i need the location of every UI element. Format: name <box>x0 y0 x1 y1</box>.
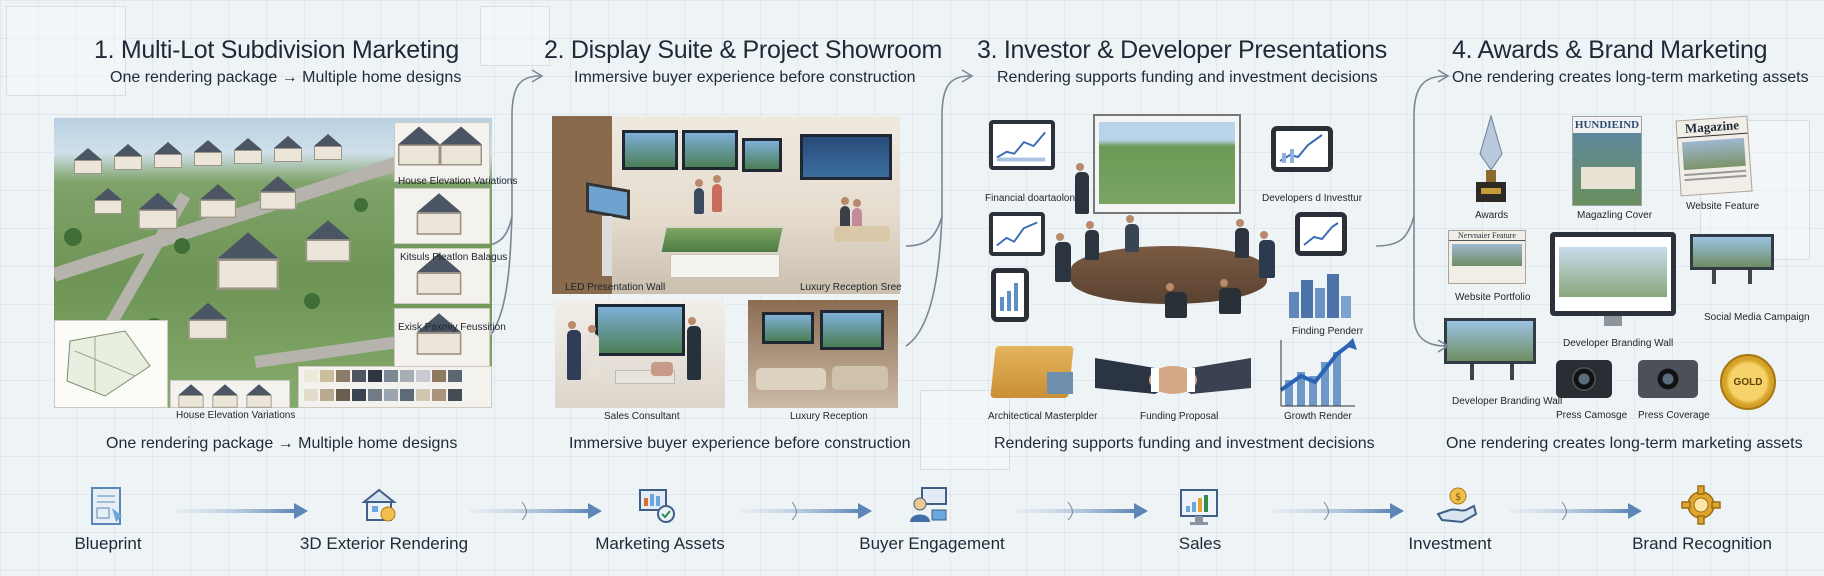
flow-label-brand-recognition: Brand Recognition <box>1632 534 1772 553</box>
svg-text:$: $ <box>1455 492 1461 503</box>
connector-arrow-3-4 <box>1375 69 1450 353</box>
panel-title: 3. Investor & Developer Presentations <box>977 36 1387 64</box>
sales-chart-icon <box>1178 486 1220 528</box>
blueprint-sheet <box>920 390 1010 470</box>
flow-arrow <box>1510 501 1642 521</box>
panel-caption: Rendering supports funding and investmen… <box>994 435 1375 452</box>
website-portfolio-sheet: Nervnaier Feature <box>1448 230 1526 284</box>
label-funding-proposal: Funding Proposal <box>1140 411 1219 422</box>
blueprint-icon <box>86 486 128 528</box>
label-funding-render: Finding Penderr <box>1292 326 1364 337</box>
label-developer-branding-wall-2: Developer Branding Wall <box>1452 396 1563 407</box>
newspaper: Magazine <box>1675 115 1753 197</box>
label-press-coverage: Press Coverage <box>1638 410 1710 421</box>
panel-title: 2. Display Suite & Project Showroom <box>544 36 943 64</box>
panel-investor-presentations: 3. Investor & Developer Presentations Re… <box>977 36 1387 87</box>
panel-caption: Immersive buyer experience before constr… <box>569 435 911 452</box>
label-social-media-campaign: Social Media Campaign <box>1704 312 1810 323</box>
flow-arrow <box>470 501 602 521</box>
label-house-elevation-variations: House Elevation Variations <box>176 410 296 421</box>
label-growth-render: Growth Render <box>1284 411 1352 422</box>
panel-title: 4. Awards & Brand Marketing <box>1452 36 1768 64</box>
label-awards: Awards <box>1475 210 1509 221</box>
subdivision-rendering-image <box>54 118 492 408</box>
newspaper-masthead: Magazine <box>1676 116 1748 139</box>
label-exterior-option: Exisk Paxmiy Feussition <box>398 322 506 333</box>
gold-award-badge: GOLD <box>1720 354 1776 410</box>
flow-label-buyer-engagement: Buyer Engagement <box>859 534 1005 553</box>
flow-arrow <box>740 501 872 521</box>
panel-subtitle: One rendering package → Multiple home de… <box>110 69 462 86</box>
flow-label-3d-rendering: 3D Exterior Rendering <box>299 534 469 553</box>
label-website-portfolio: Website Portfolio <box>1455 292 1531 303</box>
flow-label-blueprint: Blueprint <box>74 534 142 553</box>
investment-icon: $ <box>1436 484 1478 526</box>
billboard <box>1690 234 1774 270</box>
panel-awards-brand: 4. Awards & Brand Marketing One renderin… <box>1452 36 1809 87</box>
trophy-icon <box>1476 114 1506 202</box>
panel-caption: One rendering creates long-term marketin… <box>1446 435 1803 452</box>
panel-subtitle: Immersive buyer experience before constr… <box>574 69 916 86</box>
flow-arrow <box>176 503 308 519</box>
panel-subtitle: Rendering supports funding and investmen… <box>997 69 1378 86</box>
panel-title: 1. Multi-Lot Subdivision Marketing <box>94 36 459 64</box>
label-exterior-package: Kitsuls Pleatlon Balagus <box>400 252 508 263</box>
flow-label-investment: Investment <box>1408 534 1492 553</box>
label-luxury-reception-sree: Luxury Reception Sree <box>800 282 902 293</box>
label-developer-branding-wall: Developer Branding Wall <box>1563 338 1674 349</box>
label-sales-consultant: Sales Consultant <box>604 411 680 422</box>
label-financial-dashboard: Financial doartaolon <box>985 193 1076 204</box>
buyer-engagement-icon <box>908 484 950 526</box>
gold-badge-text: GOLD <box>1733 376 1763 388</box>
investor-meeting-image <box>985 112 1385 412</box>
panel-caption: One rendering package → Multiple home de… <box>106 435 458 452</box>
sales-consultant-image <box>555 300 725 408</box>
label-luxury-reception: Luxury Reception <box>790 411 868 422</box>
panel-subtitle: One rendering creates long-term marketin… <box>1452 69 1809 86</box>
camera-icon <box>1638 360 1698 398</box>
label-developers-investors: Developers d Investtur <box>1262 193 1363 204</box>
magazine-cover-masthead: HUNDIEIND <box>1573 117 1641 133</box>
blueprint-sheet <box>6 6 126 96</box>
magazine-cover: HUNDIEIND <box>1572 116 1642 206</box>
panel-display-suite: 2. Display Suite & Project Showroom Imme… <box>544 36 942 87</box>
billboard <box>1444 318 1536 364</box>
label-website-feature: Website Feature <box>1686 201 1760 212</box>
camera-icon <box>1556 360 1612 398</box>
label-led-wall: LED Presentation Wall <box>565 282 666 293</box>
label-magazine-cover: Magazling Cover <box>1577 210 1653 221</box>
news-strip-header: Nervnaier Feature <box>1449 231 1525 241</box>
label-press-camosge: Press Camosge <box>1556 410 1628 421</box>
house-render-icon <box>358 484 400 526</box>
connector-arrow-2-3 <box>905 69 974 347</box>
panel-subdivision-marketing: 1. Multi-Lot Subdivision Marketing One r… <box>94 36 461 87</box>
site-plan-sheet <box>54 320 168 408</box>
label-elevation-variations: House Elevation Variations <box>398 176 518 187</box>
label-architectural-masterplan: Architectical Masterplder <box>988 411 1098 422</box>
blueprint-sheet <box>480 6 550 66</box>
marketing-assets-icon <box>636 484 678 526</box>
flow-label-marketing-assets: Marketing Assets <box>595 534 725 553</box>
showroom-rendering-image <box>552 116 900 294</box>
luxury-reception-image <box>748 300 898 408</box>
developer-branding-monitor <box>1550 232 1676 316</box>
flow-arrow <box>1016 501 1148 521</box>
color-swatches <box>298 366 492 408</box>
brand-gear-icon <box>1680 484 1722 526</box>
flow-arrow <box>1272 501 1404 521</box>
flow-label-sales: Sales <box>1178 534 1222 553</box>
